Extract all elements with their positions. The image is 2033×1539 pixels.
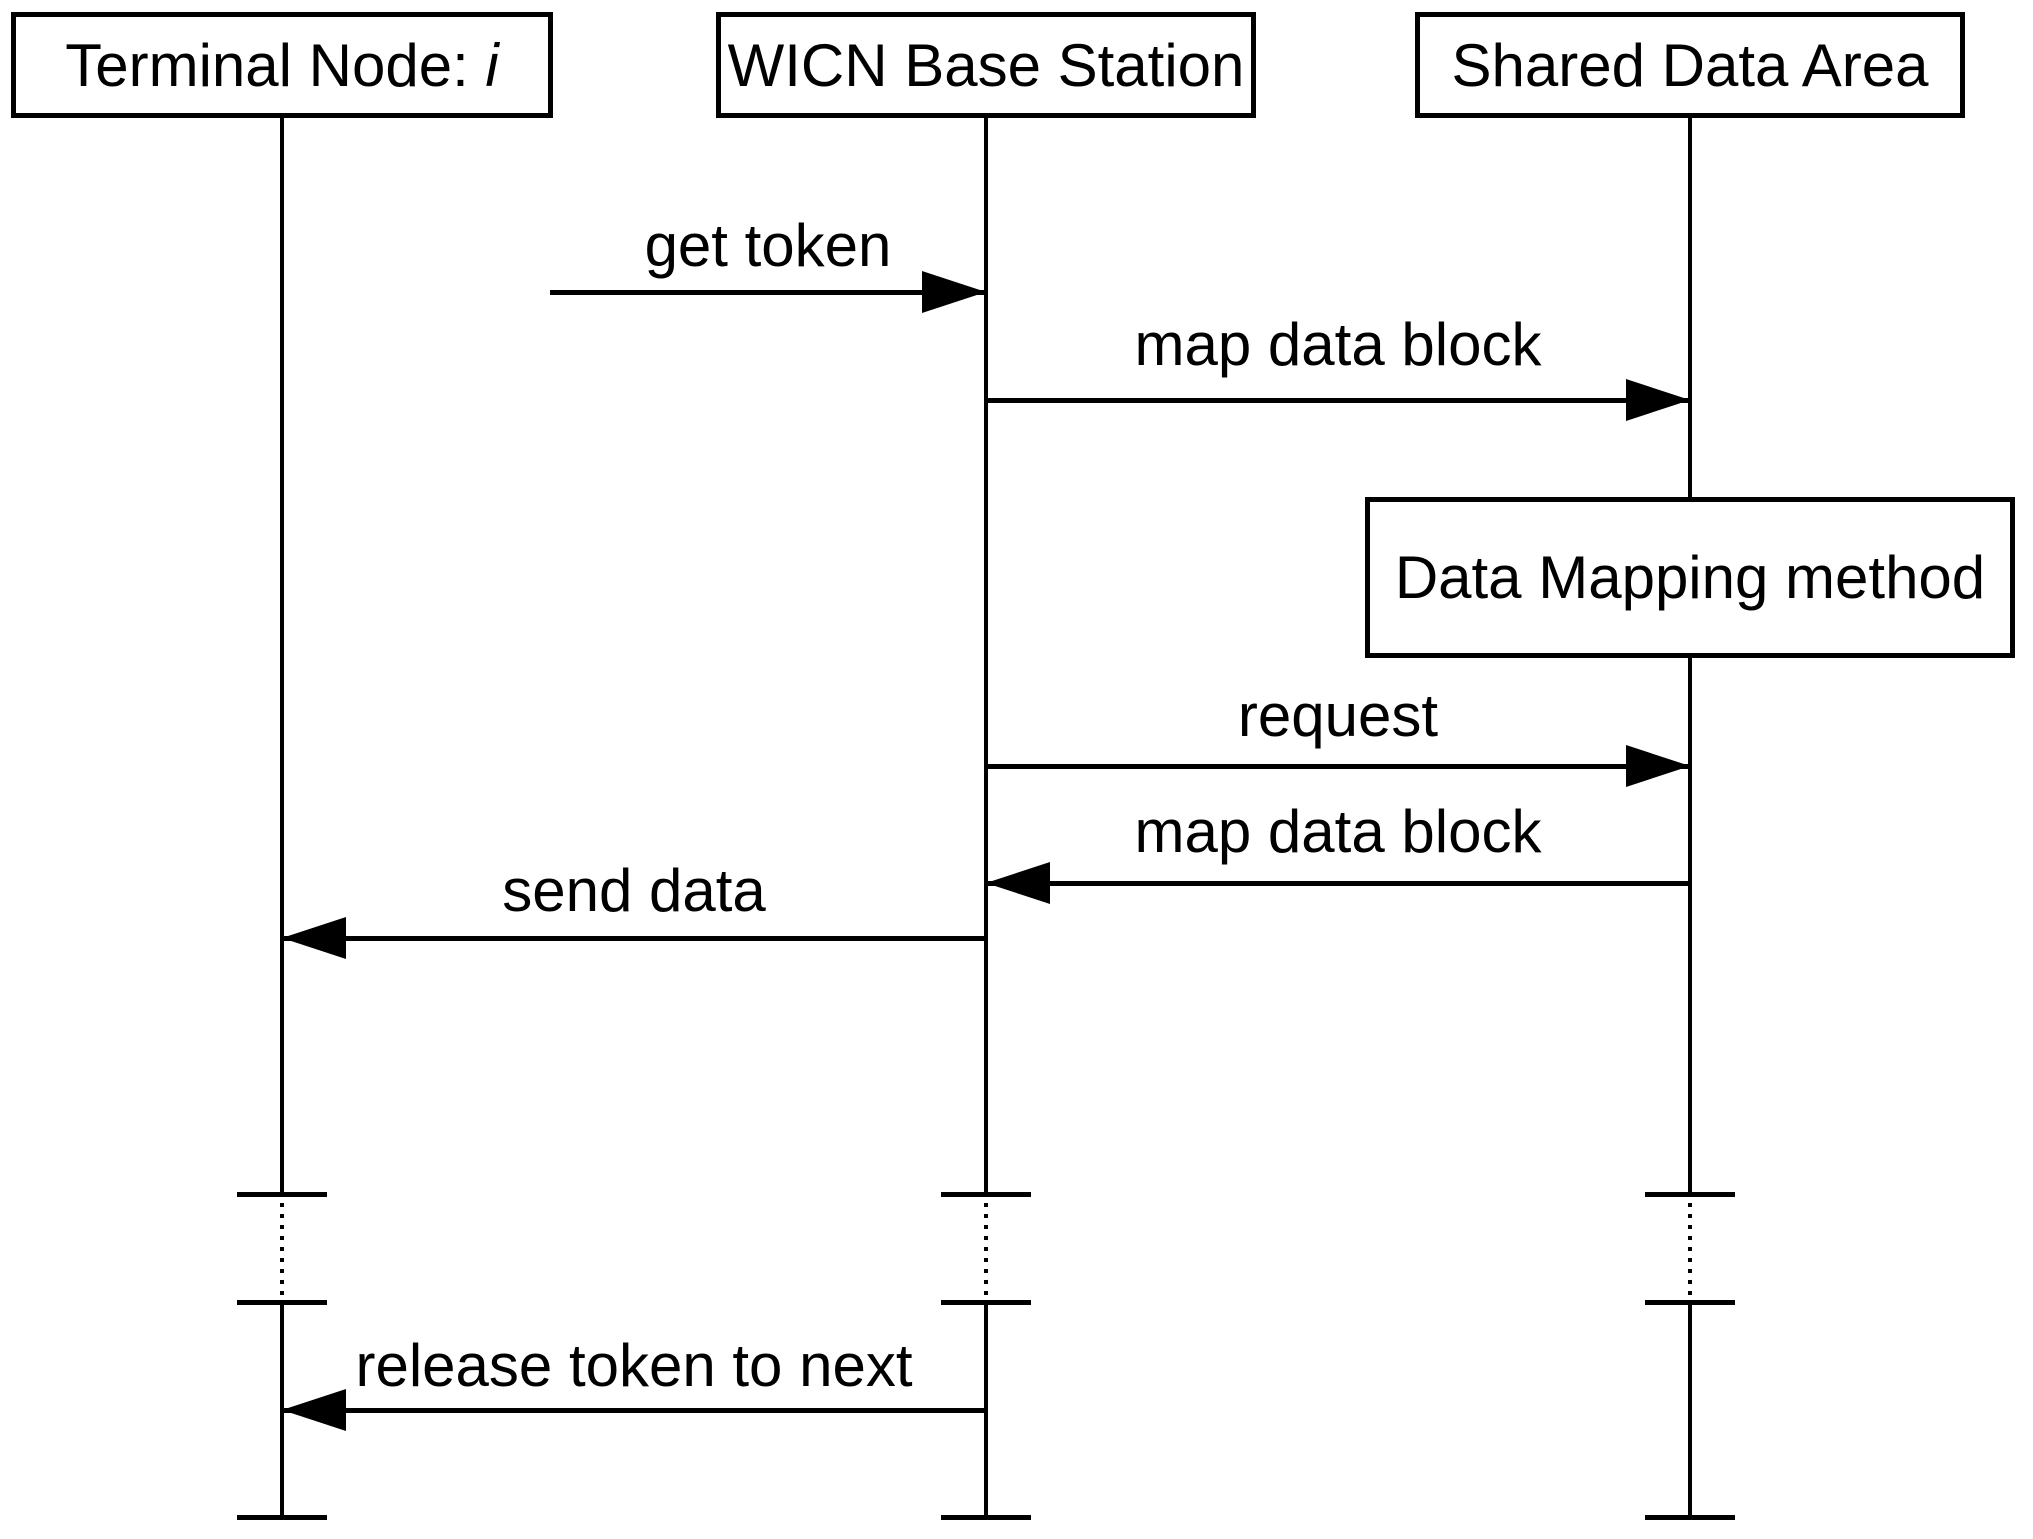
lifeline-shared-data-area-break-tick-bottom bbox=[1645, 1300, 1735, 1305]
message-send-data-arrowhead-icon bbox=[282, 917, 346, 959]
actor-shared-data-area-label: Shared Data Area bbox=[1451, 31, 1929, 99]
actor-wicn-base-station: WICN Base Station bbox=[716, 12, 1256, 118]
lifeline-wicn-base-station-break-tick-bottom bbox=[941, 1300, 1031, 1305]
lifeline-shared-data-area-dotted-break bbox=[1688, 1203, 1692, 1298]
message-map-data-block-2-line bbox=[986, 881, 1690, 886]
lifeline-shared-data-area-break-tick-top bbox=[1645, 1192, 1735, 1197]
message-request-arrowhead-icon bbox=[1626, 745, 1690, 787]
lifeline-terminal-node bbox=[280, 118, 284, 1194]
actor-shared-data-area: Shared Data Area bbox=[1415, 12, 1965, 118]
message-get-token-arrowhead-icon bbox=[922, 271, 986, 313]
lifeline-terminal-node-break-tick-top bbox=[237, 1192, 327, 1197]
actor-terminal-node: Terminal Node: i bbox=[11, 12, 553, 118]
message-send-data-label: send data bbox=[502, 857, 766, 924]
message-release-token-label: release token to next bbox=[355, 1332, 913, 1399]
actor-terminal-node-label-italic: i bbox=[485, 31, 499, 99]
lifeline-wicn-base-station-dotted-break bbox=[984, 1203, 988, 1298]
message-request-label: request bbox=[1237, 682, 1439, 749]
message-map-data-block-1-arrowhead-icon bbox=[1626, 379, 1690, 421]
actor-wicn-base-station-label: WICN Base Station bbox=[727, 31, 1245, 99]
message-map-data-block-1-line bbox=[986, 398, 1690, 403]
lifeline-wicn-base-station-lower bbox=[984, 1303, 988, 1518]
lifeline-wicn-base-station-break-tick-top bbox=[941, 1192, 1031, 1197]
message-map-data-block-2-label: map data block bbox=[1134, 798, 1542, 865]
lifeline-shared-data-area-end-tick bbox=[1645, 1515, 1735, 1520]
message-map-data-block-1-label: map data block bbox=[1134, 311, 1542, 378]
lifeline-terminal-node-dotted-break bbox=[280, 1203, 284, 1298]
message-map-data-block-2-arrowhead-icon bbox=[986, 862, 1050, 904]
message-get-token-label: get token bbox=[644, 212, 892, 279]
lifeline-terminal-node-break-tick-bottom bbox=[237, 1300, 327, 1305]
lifeline-wicn-base-station bbox=[984, 118, 988, 1194]
lifeline-wicn-base-station-end-tick bbox=[941, 1515, 1031, 1520]
message-send-data-line bbox=[282, 936, 986, 941]
message-get-token-line bbox=[550, 290, 986, 295]
lifeline-terminal-node-end-tick bbox=[237, 1515, 327, 1520]
data-mapping-method-label: Data Mapping method bbox=[1394, 544, 1986, 611]
message-request-line bbox=[986, 764, 1690, 769]
actor-terminal-node-label: Terminal Node: bbox=[65, 31, 486, 99]
message-release-token-arrowhead-icon bbox=[282, 1389, 346, 1431]
lifeline-shared-data-area-lower bbox=[1688, 1303, 1692, 1518]
message-release-token-line bbox=[282, 1408, 986, 1413]
data-mapping-method-box: Data Mapping method bbox=[1365, 497, 2015, 658]
